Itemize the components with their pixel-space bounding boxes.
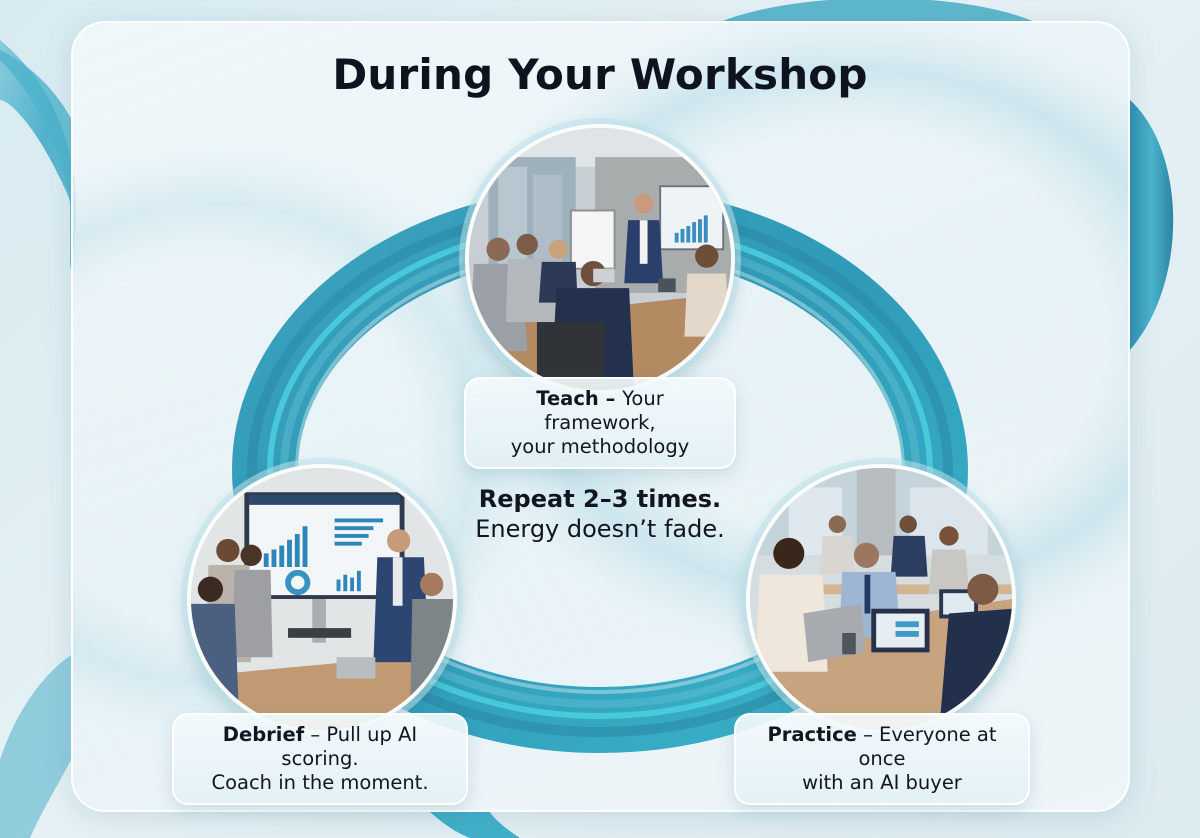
repeat-headline: Repeat 2–3 times. — [478, 485, 722, 513]
teach-label-line1: Teach – Your framework, — [480, 387, 720, 435]
teach-description-line2: your methodology — [510, 435, 690, 458]
practice-separator: – — [856, 723, 880, 746]
practice-photo — [746, 464, 1016, 734]
debrief-photo — [187, 464, 457, 734]
teach-step-name: Teach — [536, 387, 599, 410]
practice-label-line1: Practice – Everyone at once — [750, 723, 1014, 771]
debrief-label-line1: Debrief – Pull up AI scoring. — [188, 723, 452, 771]
practice-step-name: Practice — [767, 723, 857, 746]
teach-photo — [465, 124, 735, 394]
repeat-callout: Repeat 2–3 times. Energy doesn’t fade. — [450, 484, 750, 544]
debrief-label: Debrief – Pull up AI scoring. Coach in t… — [172, 713, 468, 805]
debrief-step-name: Debrief — [222, 723, 305, 746]
page-title: During Your Workshop — [332, 50, 868, 99]
debrief-separator: – — [304, 723, 327, 746]
teach-separator: – — [598, 387, 623, 410]
debrief-description-line1: Pull up AI scoring. — [281, 723, 418, 770]
practice-description-line1: Everyone at once — [858, 723, 997, 770]
teach-description-line1: Your framework, — [544, 387, 664, 434]
practice-description-line2: with an AI buyer — [802, 771, 962, 794]
teach-label: Teach – Your framework, your methodology — [464, 377, 736, 469]
debrief-description-line2: Coach in the moment. — [211, 771, 429, 794]
dashboard-review-photo-icon — [191, 468, 453, 730]
presenter-at-whiteboard-photo-icon — [469, 128, 731, 390]
laptops-practice-photo-icon — [750, 468, 1012, 730]
practice-label: Practice – Everyone at once with an AI b… — [734, 713, 1030, 805]
repeat-subline: Energy doesn’t fade. — [475, 515, 725, 543]
